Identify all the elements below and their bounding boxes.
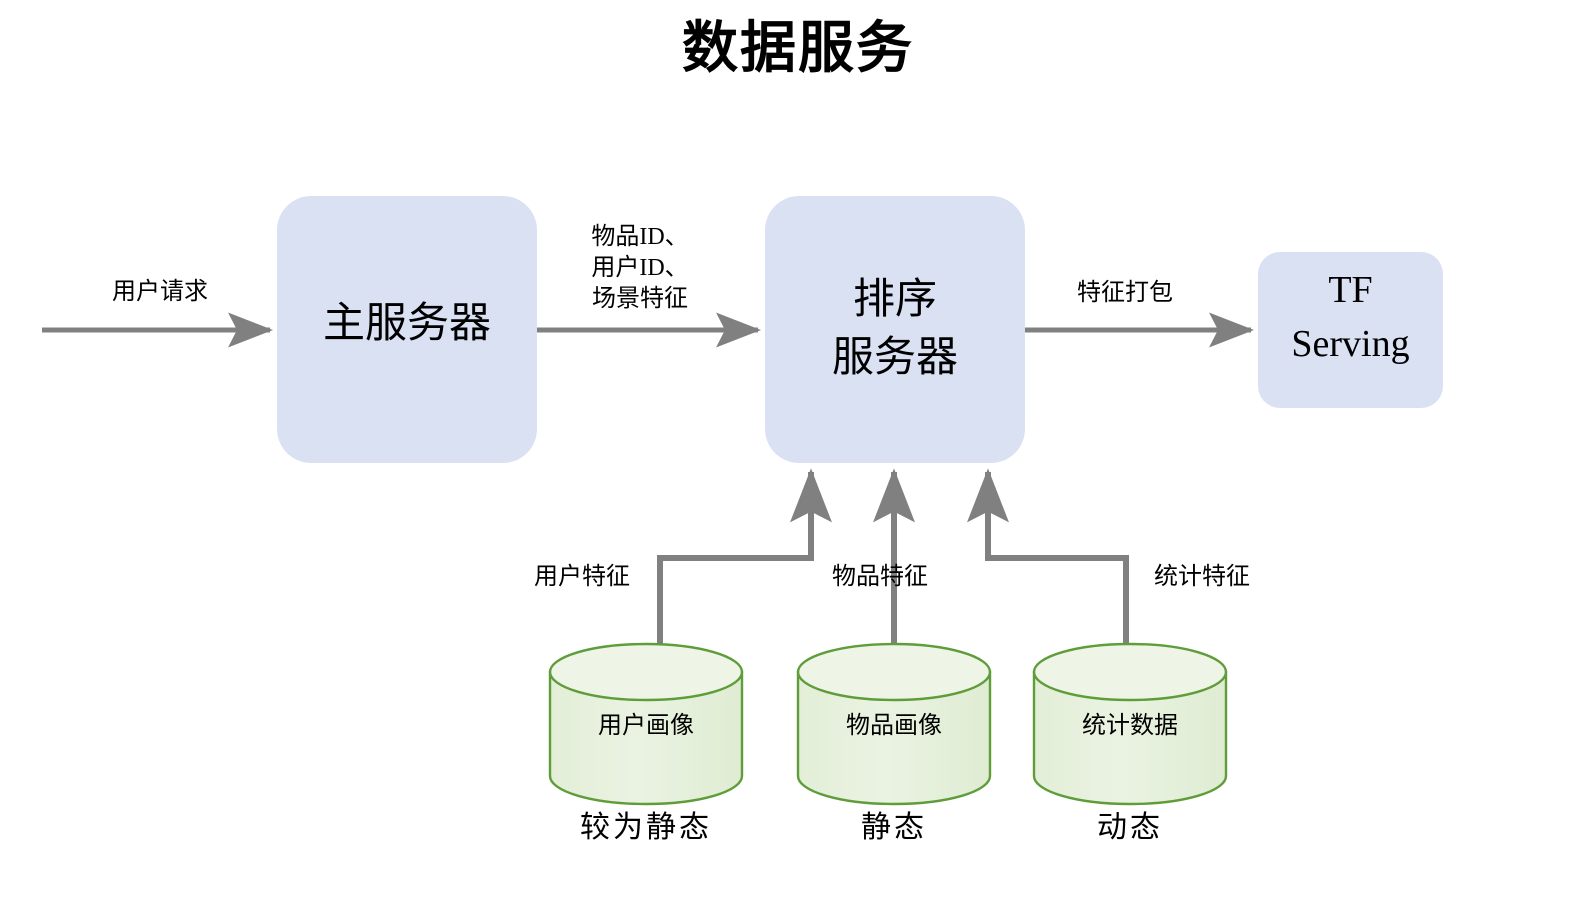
edge-stat-feature-connector	[967, 468, 1129, 648]
datastore-cylinder-user-profile[interactable]	[548, 642, 744, 806]
datastore-cylinder-item-profile[interactable]	[796, 642, 992, 806]
tf-serving-box[interactable]	[1258, 252, 1443, 408]
main-server-box[interactable]	[277, 196, 537, 463]
edge-user-feature-connector	[657, 468, 832, 648]
ranking-server-box[interactable]	[765, 196, 1025, 463]
datastore-cylinder-statistics[interactable]	[1032, 642, 1228, 806]
